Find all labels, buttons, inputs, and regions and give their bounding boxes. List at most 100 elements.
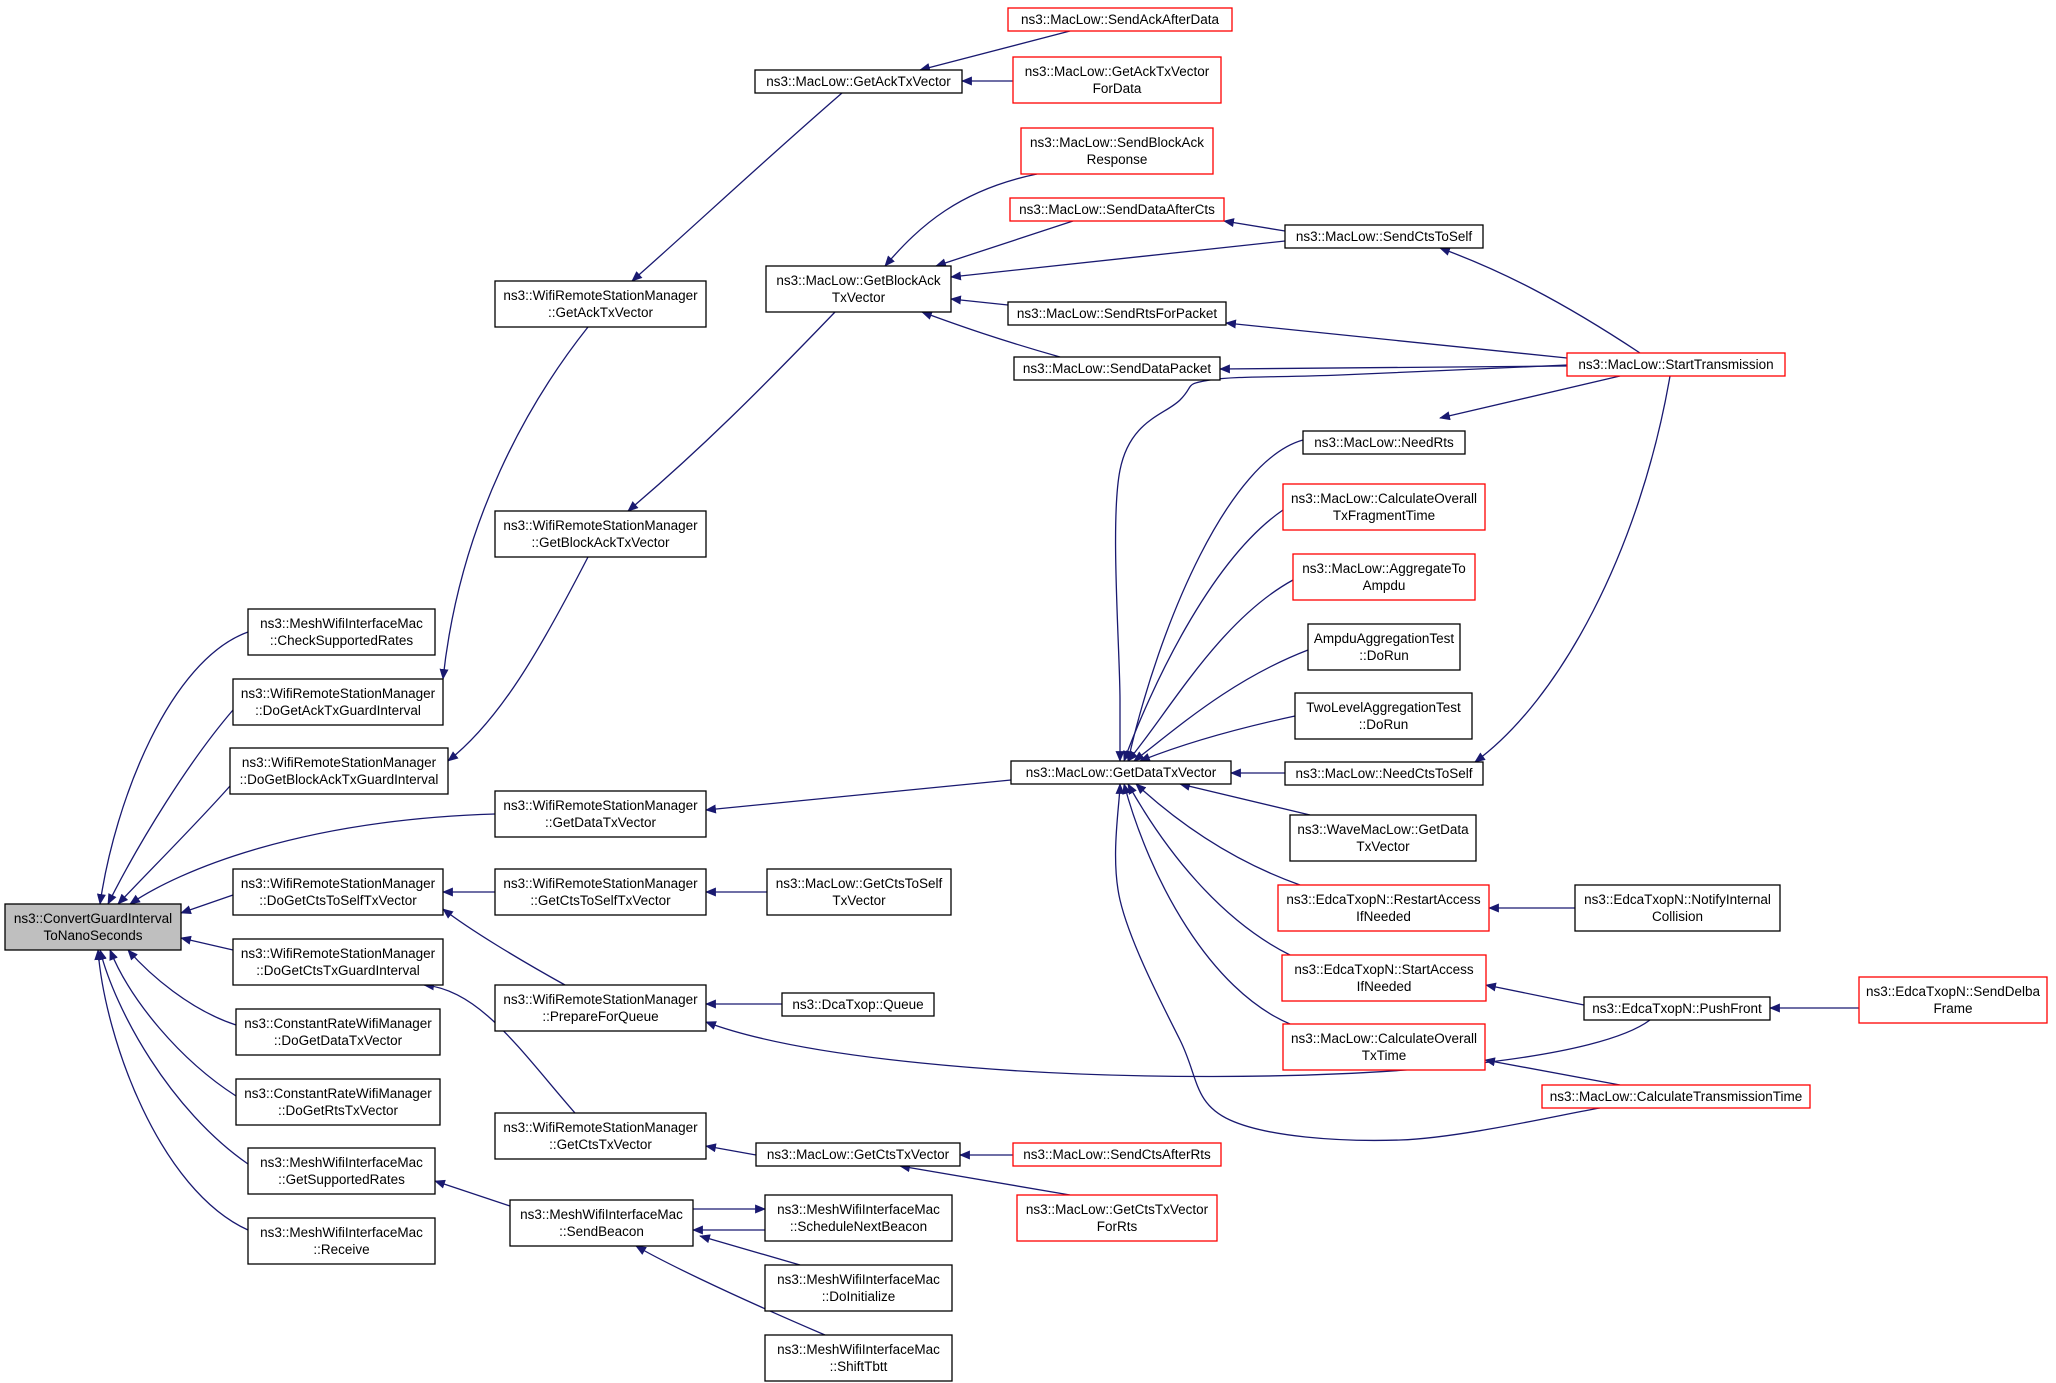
node-label: ::GetCtsToSelfTxVector	[530, 893, 671, 908]
edge-ml_calctranstime-to-ml_getdata	[1114, 783, 1601, 1142]
node-label: ns3::MeshWifiInterfaceMac	[777, 1272, 940, 1287]
node-label: ::GetDataTxVector	[545, 815, 657, 830]
node-mwim-check[interactable]: ns3::MeshWifiInterfaceMac::CheckSupporte…	[247, 608, 436, 656]
edge-ml_starttx-to-ml_senddatapacket	[1219, 364, 1568, 374]
node-ml-senddataaftercts[interactable]: ns3::MacLow::SendDataAfterCts	[1009, 197, 1225, 222]
node-label: ns3::EdcaTxopN::NotifyInternal	[1584, 892, 1771, 907]
node-box	[1007, 301, 1227, 326]
node-ml-getcts[interactable]: ns3::MacLow::GetCtsTxVector	[755, 1142, 961, 1167]
node-wrsm-doctstoself[interactable]: ns3::WifiRemoteStationManager::DoGetCtsT…	[232, 868, 444, 916]
node-dca-queue[interactable]: ns3::DcaTxop::Queue	[781, 992, 935, 1017]
edge-mwim_receive-to-root	[94, 949, 249, 1231]
node-label: ::GetCtsTxVector	[549, 1137, 652, 1152]
node-twolevel-test[interactable]: TwoLevelAggregationTest::DoRun	[1294, 692, 1473, 740]
node-ampdu-test[interactable]: AmpduAggregationTest::DoRun	[1307, 623, 1461, 671]
node-mwim-sendbeacon[interactable]: ns3::MeshWifiInterfaceMac::SendBeacon	[509, 1199, 694, 1247]
node-wrsm-getack[interactable]: ns3::WifiRemoteStationManager::GetAckTxV…	[494, 280, 707, 328]
node-wrsm-getcts[interactable]: ns3::WifiRemoteStationManager::GetCtsTxV…	[494, 1112, 707, 1160]
edge-wrsm_doctstoself-to-root	[180, 894, 234, 915]
node-label: ns3::MacLow::SendRtsForPacket	[1017, 306, 1218, 321]
edge-ml_getack-to-wrsm_getack	[631, 92, 843, 282]
node-wrsm-prepare[interactable]: ns3::WifiRemoteStationManager::PrepareFo…	[494, 984, 707, 1032]
node-label: ::DoGetCtsToSelfTxVector	[259, 893, 417, 908]
node-ml-sendctstoself[interactable]: ns3::MacLow::SendCtsToSelf	[1284, 224, 1484, 249]
node-crwm-rts[interactable]: ns3::ConstantRateWifiManager::DoGetRtsTx…	[235, 1078, 441, 1126]
node-label: ns3::MeshWifiInterfaceMac	[260, 1225, 423, 1240]
node-crwm-data[interactable]: ns3::ConstantRateWifiManager::DoGetDataT…	[235, 1008, 441, 1056]
edge-edca_start-to-ml_getdata	[1127, 783, 1291, 956]
node-mwim-shift[interactable]: ns3::MeshWifiInterfaceMac::ShiftTbtt	[764, 1334, 953, 1382]
node-ml-sendctsafterrts[interactable]: ns3::MacLow::SendCtsAfterRts	[1012, 1142, 1222, 1167]
node-label: ns3::ConstantRateWifiManager	[244, 1086, 432, 1101]
node-mwim-schedule[interactable]: ns3::MeshWifiInterfaceMac::ScheduleNextB…	[764, 1194, 953, 1242]
node-label: ns3::EdcaTxopN::RestartAccess	[1286, 892, 1481, 907]
node-ml-getdata[interactable]: ns3::MacLow::GetDataTxVector	[1010, 760, 1232, 785]
edge-ml_senddatapacket-to-ml_getblockack	[921, 311, 1061, 358]
edge-ml_aggregate-to-ml_getdata	[1127, 579, 1294, 762]
node-mwim-doinit[interactable]: ns3::MeshWifiInterfaceMac::DoInitialize	[764, 1264, 953, 1312]
node-label: IfNeeded	[1357, 979, 1412, 994]
edge-ml_starttx-to-ml_sendrts	[1225, 319, 1568, 359]
node-ml-starttx[interactable]: ns3::MacLow::StartTransmission	[1566, 352, 1786, 377]
node-box	[1292, 553, 1476, 601]
node-box	[766, 868, 952, 916]
node-mwim-receive[interactable]: ns3::MeshWifiInterfaceMac::Receive	[247, 1217, 436, 1265]
node-box	[1009, 197, 1225, 222]
node-ml-getctstoself[interactable]: ns3::MacLow::GetCtsToSelfTxVector	[766, 868, 952, 916]
node-label: ns3::MeshWifiInterfaceMac	[260, 616, 423, 631]
node-box	[1302, 430, 1466, 455]
node-box	[1566, 352, 1786, 377]
node-box	[1284, 761, 1484, 786]
node-label: AmpduAggregationTest	[1314, 631, 1455, 646]
node-ml-calcoverallfrag[interactable]: ns3::MacLow::CalculateOverallTxFragmentT…	[1282, 483, 1486, 531]
edge-crwm_rts-to-root	[109, 949, 237, 1097]
node-mwim-getsupp[interactable]: ns3::MeshWifiInterfaceMac::GetSupportedR…	[247, 1147, 436, 1195]
node-label: ns3::MeshWifiInterfaceMac	[777, 1202, 940, 1217]
node-box	[1583, 996, 1771, 1021]
edge-ml_calcoverallfrag-to-ml_getdata	[1123, 509, 1284, 762]
edge-twolevel_test-to-ml_getdata	[1139, 715, 1296, 762]
node-ml-sendackafterdata[interactable]: ns3::MacLow::SendAckAfterData	[1007, 7, 1233, 32]
node-label: ns3::EdcaTxopN::PushFront	[1592, 1001, 1762, 1016]
edge-wrsm_doack-to-root	[107, 709, 234, 905]
node-wrsm-getctstoself[interactable]: ns3::WifiRemoteStationManager::GetCtsToS…	[494, 868, 707, 916]
node-ml-sendrts[interactable]: ns3::MacLow::SendRtsForPacket	[1007, 301, 1227, 326]
node-ml-senddatapacket[interactable]: ns3::MacLow::SendDataPacket	[1013, 356, 1221, 381]
node-label: ::GetAckTxVector	[548, 305, 654, 320]
node-ml-needctstoself[interactable]: ns3::MacLow::NeedCtsToSelf	[1284, 761, 1484, 786]
node-box	[1574, 884, 1781, 932]
node-ml-getack[interactable]: ns3::MacLow::GetAckTxVector	[754, 69, 963, 94]
node-edca-pushfront[interactable]: ns3::EdcaTxopN::PushFront	[1583, 996, 1771, 1021]
node-wrsm-doblockack[interactable]: ns3::WifiRemoteStationManager::DoGetBloc…	[229, 747, 449, 795]
node-label: ns3::WifiRemoteStationManager	[241, 946, 436, 961]
node-ml-getblockack[interactable]: ns3::MacLow::GetBlockAckTxVector	[765, 265, 952, 313]
node-ml-needrts[interactable]: ns3::MacLow::NeedRts	[1302, 430, 1466, 455]
node-label: IfNeeded	[1356, 909, 1411, 924]
node-box	[509, 1199, 694, 1247]
edge-ml_getdata-to-wrsm_getdata	[705, 779, 1012, 814]
node-wrsm-doctsguard[interactable]: ns3::WifiRemoteStationManager::DoGetCtsT…	[232, 938, 444, 986]
node-label: ns3::MacLow::GetCtsTxVector	[1026, 1202, 1209, 1217]
node-ml-calctranstime[interactable]: ns3::MacLow::CalculateTransmissionTime	[1541, 1084, 1811, 1109]
node-label: TxVector	[832, 290, 886, 305]
node-label: ns3::MacLow::AggregateTo	[1302, 561, 1466, 576]
node-label: TxTime	[1362, 1048, 1407, 1063]
node-wave-getdata[interactable]: ns3::WaveMacLow::GetDataTxVector	[1289, 814, 1477, 862]
node-wrsm-doack[interactable]: ns3::WifiRemoteStationManager::DoGetAckT…	[232, 678, 444, 726]
edge-ml_needrts-to-ml_getdata	[1125, 439, 1304, 762]
node-wrsm-getdata[interactable]: ns3::WifiRemoteStationManager::GetDataTx…	[494, 790, 707, 838]
node-label: ns3::MacLow::NeedRts	[1314, 435, 1454, 450]
node-label: ::PrepareForQueue	[542, 1009, 658, 1024]
node-box	[755, 1142, 961, 1167]
node-wrsm-getblockack[interactable]: ns3::WifiRemoteStationManager::GetBlockA…	[494, 510, 707, 558]
